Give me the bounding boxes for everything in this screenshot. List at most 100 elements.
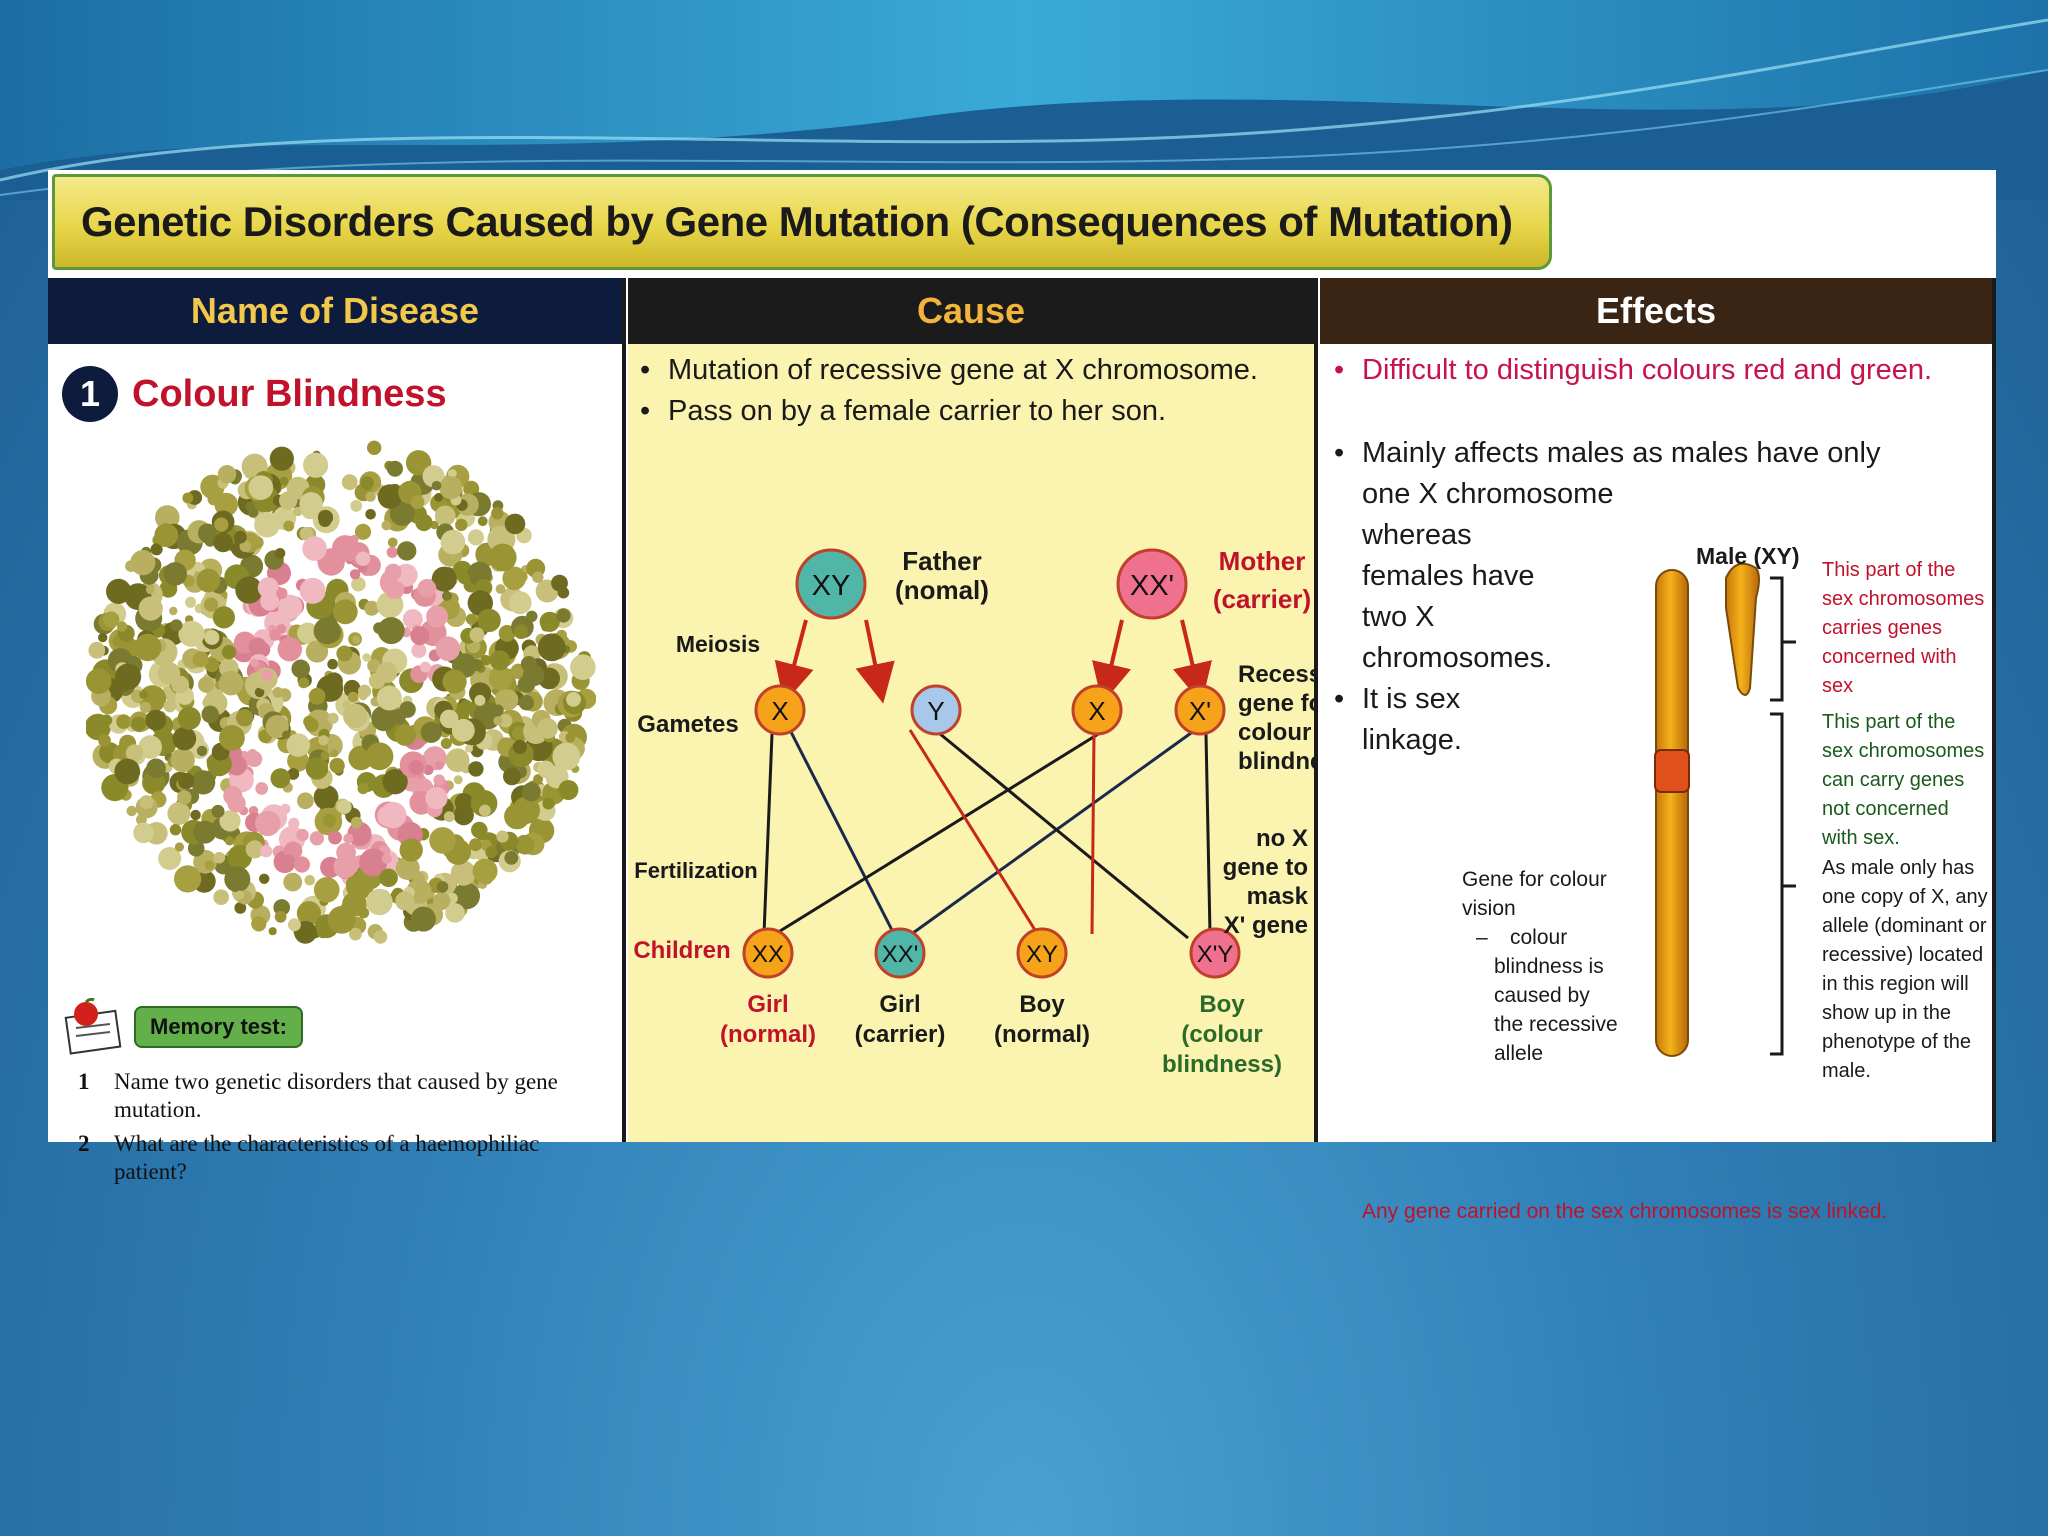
father-label: Father [902,546,981,576]
plate-dot [226,755,247,776]
plate-dot [343,833,354,844]
mother-sublabel: (carrier) [1213,584,1311,614]
plate-dot [408,759,424,775]
plate-dot [442,590,452,601]
effect-bullet: Mainly affects males as males have only … [1328,433,1968,679]
plate-dot [504,803,530,830]
plate-dot [233,530,247,544]
gamete-circle [754,684,806,736]
plate-dot [502,566,526,591]
plate-dot [364,600,380,616]
plate-dot [145,709,167,731]
plate-dot [570,654,596,680]
plate-dot [402,609,423,630]
plate-dot [297,622,319,644]
x-chromosome-shape [1655,569,1689,1057]
plate-dot [434,505,456,527]
plate-dot [299,492,323,516]
plate-dot [389,501,415,526]
plate-dot [557,586,570,599]
father-circle [795,548,867,620]
plate-dot [410,626,430,646]
plate-dot [415,514,433,532]
plate-dot [224,866,251,893]
plate-dot [213,851,226,864]
plate-dot [313,877,340,903]
plate-dot [234,902,247,914]
cause-column: Cause Mutation of recessive gene at X ch… [628,278,1318,1142]
plate-dot [277,637,302,662]
plate-dot [347,821,372,846]
plate-dot [395,856,420,881]
plate-dot [367,440,382,455]
child-sublabel: blindness) [1162,1051,1282,1078]
recessive-note-line: Recessive [1238,661,1314,688]
plate-dot [425,786,448,810]
plate-dot [255,782,269,795]
plate-dot [432,892,451,910]
plate-dot [350,500,363,512]
plate-dot [443,811,455,823]
plate-dot [193,820,217,844]
plate-dot [286,733,310,757]
plate-dot [279,491,298,510]
plate-dot [139,795,154,810]
plate-dot [332,599,358,625]
plate-dot [169,606,178,616]
plate-dot [134,633,162,662]
effects-bullet-2: Mainly affects males as males have only … [1328,433,1968,761]
plate-dot [355,551,371,566]
plate-dot [468,761,484,777]
plate-dot [296,901,321,926]
plate-dot [239,540,252,553]
plate-dot [465,744,473,753]
plate-dot [453,775,463,785]
plate-dot [204,630,220,645]
plate-dot [88,641,106,659]
plate-dot [504,851,519,865]
fertilization-line [908,729,1042,939]
gamete-label: Y [927,696,944,726]
plate-dot [435,636,461,661]
page-title: Genetic Disorders Caused by Gene Mutatio… [81,198,1513,245]
child-genotype: XX' [882,941,919,968]
plate-dot [330,749,339,758]
plate-dot [192,651,209,668]
plate-dot [255,810,281,837]
plate-dot [489,650,510,671]
plate-dot [442,669,467,694]
plate-dot [342,891,367,917]
plate-dot [366,888,393,916]
plate-dot [219,725,245,751]
plate-dot [542,797,555,810]
plate-dot [167,802,191,825]
plate-dot [410,906,436,932]
plate-dot [511,726,527,741]
plate-dot [411,643,427,659]
plate-dot [259,873,270,884]
plate-dot [191,770,216,795]
plate-dot [504,513,526,535]
effects-column: Effects Difficult to distinguish colours… [1320,278,1996,1223]
plate-dot [359,848,388,877]
plate-dot [327,658,338,670]
plate-dot [488,543,517,572]
plate-dot [377,805,399,827]
plate-dot [426,605,448,628]
inheritance-diagram: XY Father (nomal) XX' Mother (carrier) M… [633,546,1314,1078]
plate-dot [270,768,291,789]
plate-dot [537,718,558,739]
plate-dot [155,505,180,530]
plate-dot [322,813,337,828]
plate-dot [146,758,166,779]
plate-dot [227,844,252,870]
plate-dot [522,664,545,687]
plate-dot [174,865,202,893]
plate-dot [491,704,504,717]
plate-dot [204,860,215,870]
plate-dot [362,653,372,662]
y-chromosome-shape [1725,562,1760,696]
gametes-label: Gametes [637,711,738,738]
plate-dot [248,475,274,500]
